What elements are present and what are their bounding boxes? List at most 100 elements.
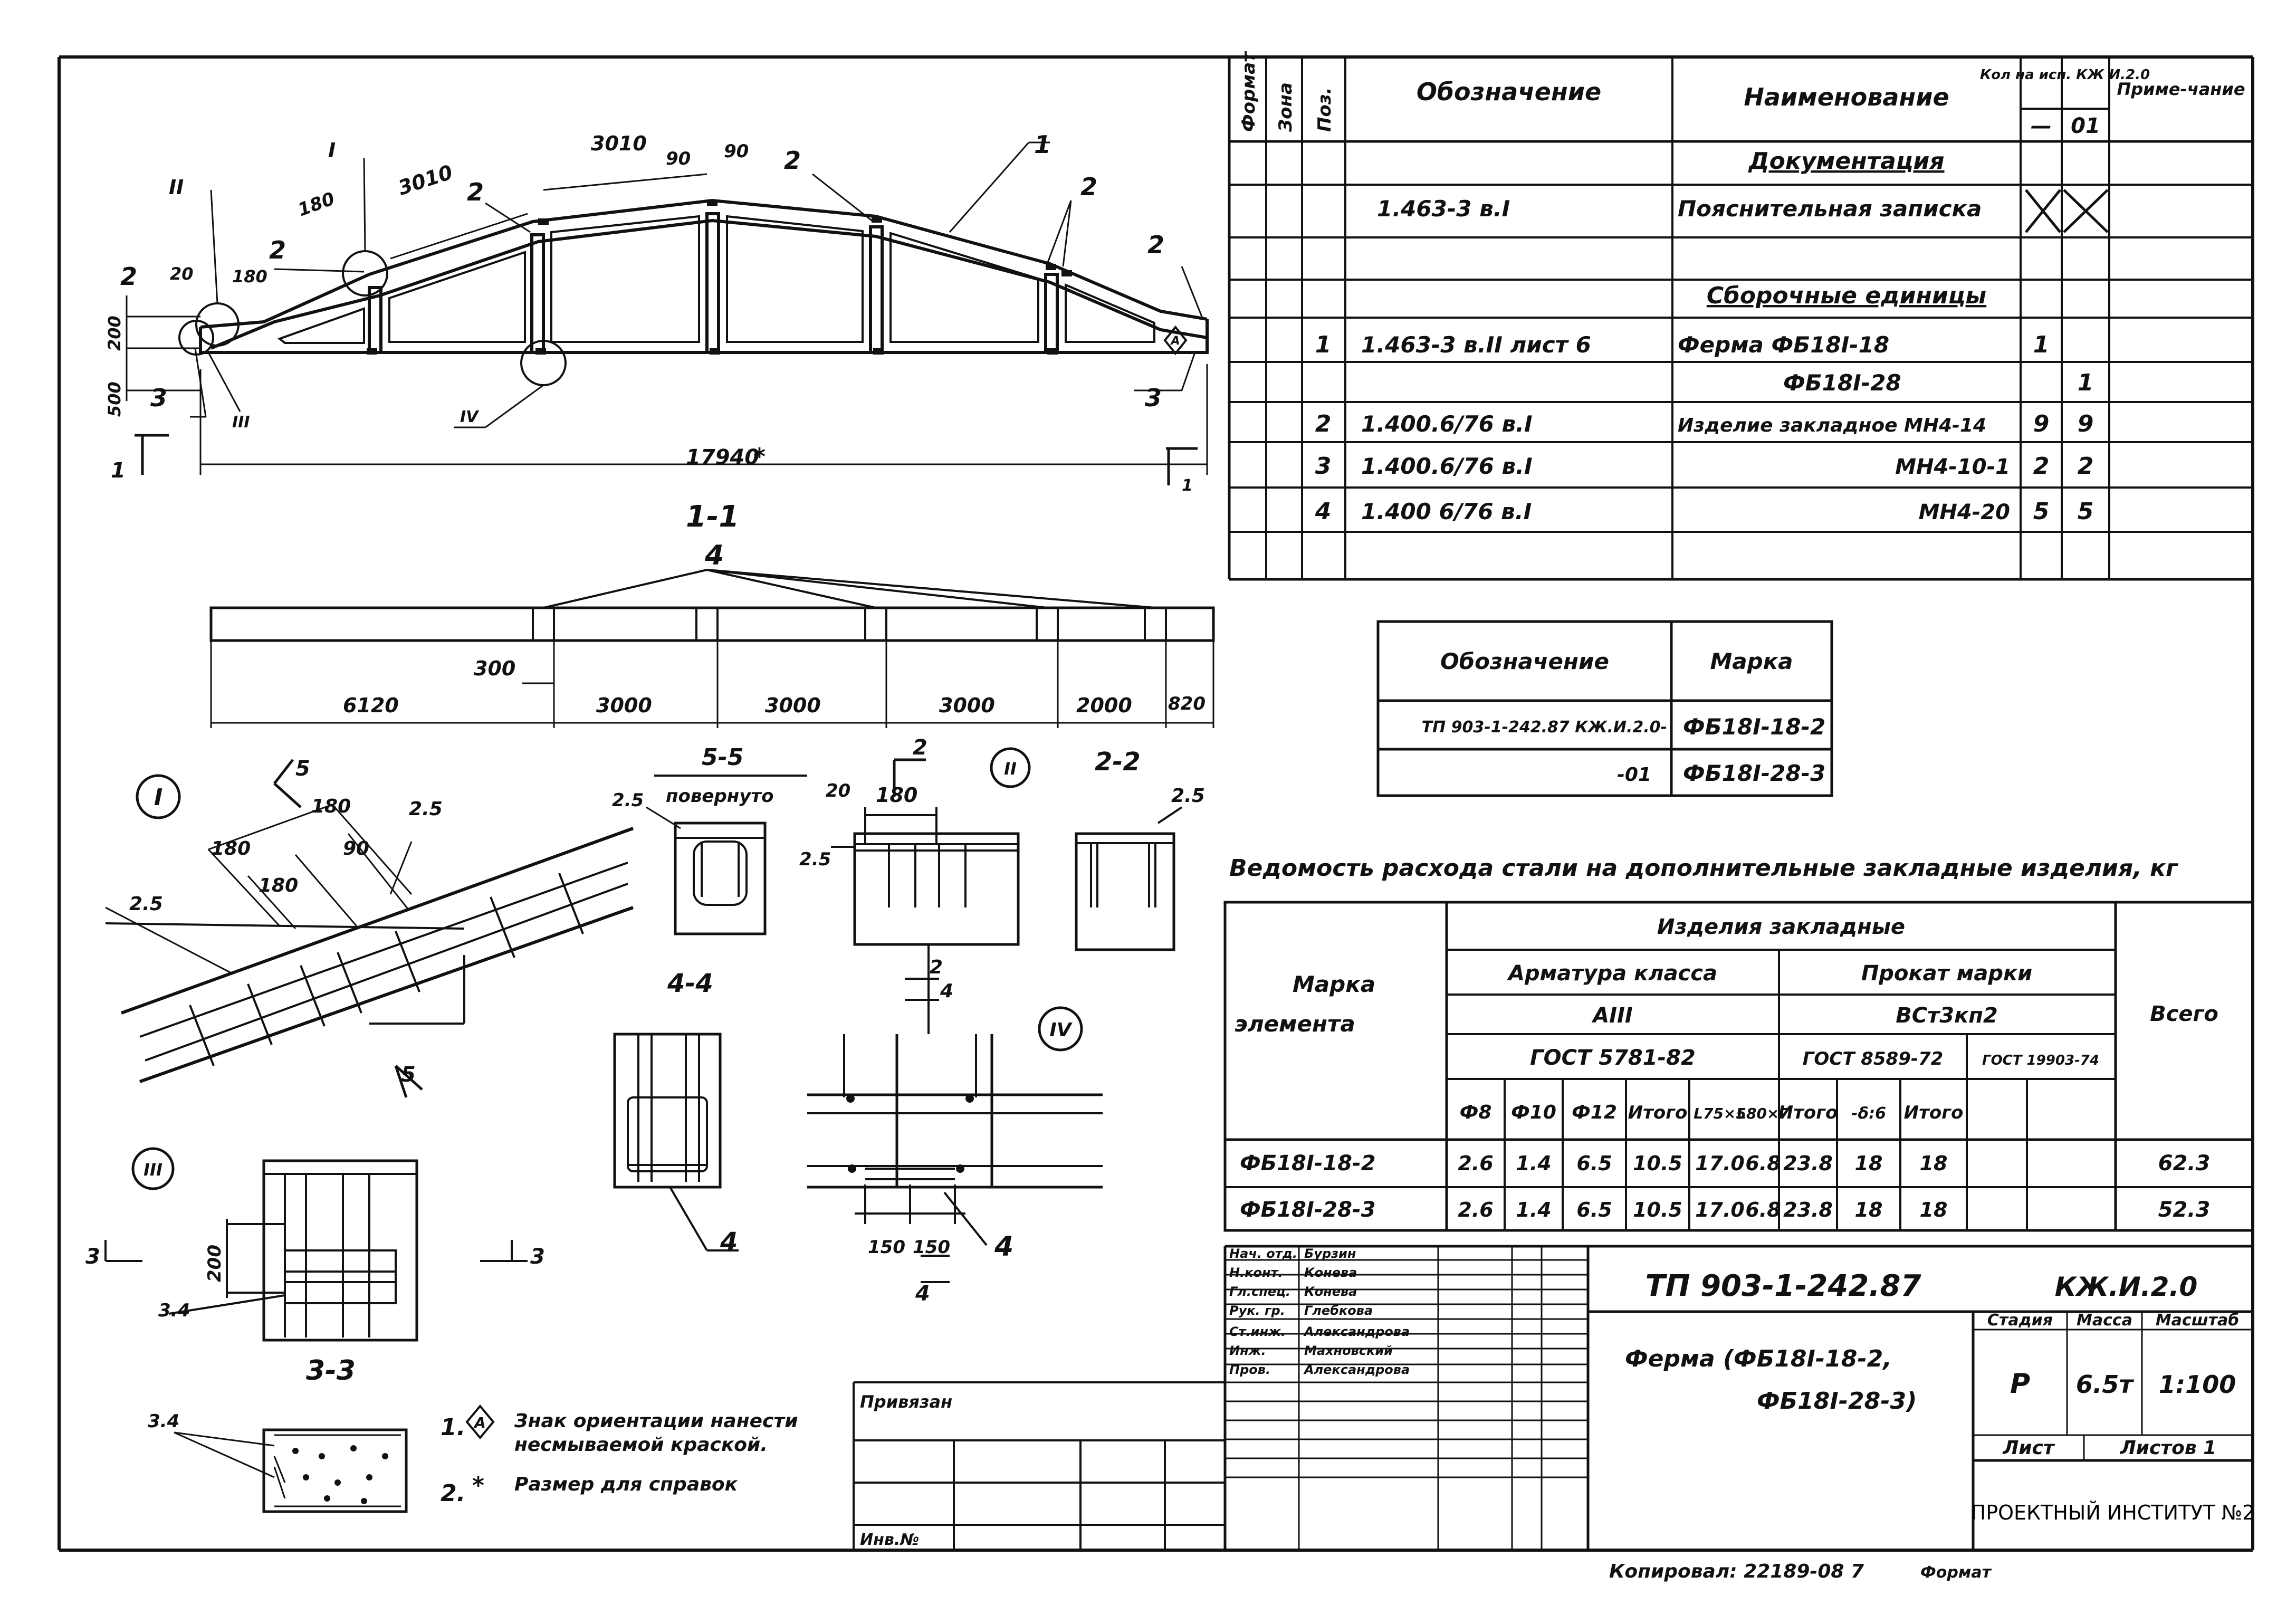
signature-role: Пров. — [1229, 1362, 1270, 1377]
node-label-iv-detail: IV — [1049, 1019, 1073, 1041]
section-4-4: 4-4 4 — [613, 969, 739, 1257]
inv-label: Инв.№ — [860, 1531, 919, 1549]
signature-name: Конева — [1304, 1265, 1357, 1280]
row3-designation: 1.400.6/76 в.I — [1361, 411, 1533, 437]
node-label-iii: III — [232, 413, 250, 432]
cut-3-left: 3 — [85, 1245, 100, 1269]
header-note: Приме-чание — [2117, 79, 2245, 99]
row3-name: Изделие закладное МН4-14 — [1678, 415, 1986, 436]
dim-3010-a: 3010 — [395, 160, 455, 200]
view-title-4-4: 4-4 — [667, 969, 713, 998]
node-iii-3-4: 3.4 — [158, 1300, 190, 1321]
pos-2-elev-f: 2 — [120, 262, 137, 291]
steel-cell: 10.5 — [1633, 1152, 1682, 1175]
signature-name: Глебкова — [1304, 1303, 1373, 1318]
dim-20: 20 — [170, 264, 194, 284]
doc-designation: 1.463-3 в.I — [1377, 196, 1510, 222]
steel-cell: 6.5 — [1576, 1198, 1612, 1221]
steel-col-1: Ф8 — [1460, 1102, 1492, 1123]
steel-h-element-1: Марка — [1293, 971, 1375, 997]
steel-col-3: Ф12 — [1572, 1102, 1617, 1123]
note-2-star: * — [472, 1472, 484, 1499]
organization: ПРОЕКТНЫЙ ИНСТИТУТ №2 — [1971, 1501, 2255, 1524]
signature-name: Конева — [1304, 1284, 1357, 1299]
doc-name: Пояснительная записка — [1678, 196, 1982, 222]
dim-star: * — [753, 443, 766, 470]
note-1-diamond: А — [465, 1404, 495, 1440]
dim-200: 200 — [104, 316, 125, 351]
row5-name: МН4-20 — [1919, 500, 2010, 524]
mass-value: 6.5т — [2076, 1370, 2134, 1399]
section-5-5: 5-5 повернуто 2.5 — [612, 744, 807, 935]
cut-3-right: 3 — [530, 1245, 545, 1269]
node-ii-dim-180: 180 — [876, 784, 917, 807]
view-title-5-5: 5-5 — [702, 744, 744, 771]
steel-row1-total: 62.3 — [2158, 1151, 2211, 1176]
section-assemblies: Сборочные единицы — [1707, 282, 1986, 309]
steel-h-rebar: Арматура класса — [1507, 961, 1717, 986]
steel-row2-mark: ФБ18I-28-3 — [1240, 1198, 1375, 1222]
row4-q1: 2 — [2033, 453, 2050, 480]
view-title-3-3: 3-3 — [306, 1355, 356, 1387]
node-circle-i — [342, 250, 388, 297]
sheet-frame — [58, 55, 2254, 1552]
steel-col-8: -δ:6 — [1851, 1104, 1886, 1123]
plate-3-4: 3.4 — [148, 1411, 179, 1432]
steel-cell: 1.4 — [1516, 1198, 1551, 1221]
cut-5-bottom: 5 — [401, 1063, 416, 1087]
row2-name: ФБ18I-28 — [1783, 370, 1901, 396]
steel-cell: 18 — [1855, 1152, 1883, 1175]
view-title-1-1: 1-1 — [686, 500, 739, 534]
pos-4-node-iv: 4 — [994, 1231, 1013, 1263]
steel-cell: 10.5 — [1633, 1198, 1682, 1221]
dim-3000-b: 3000 — [765, 694, 821, 717]
object-name-line1: Ферма (ФБ18I-18-2, — [1625, 1345, 1892, 1372]
steel-cell: 18 — [1920, 1152, 1948, 1175]
node-label-iv: IV — [460, 408, 480, 426]
section-documentation: Документация — [1747, 148, 1944, 175]
mass-label: Масса — [2077, 1311, 2132, 1330]
pos-4-section: 4 — [704, 540, 724, 571]
rotated-label: повернуто — [666, 786, 773, 807]
header-zone: Зона — [1275, 82, 1296, 132]
note-1-text-1: Знак ориентации нанести — [514, 1410, 798, 1432]
node-label-iii-detail: III — [144, 1160, 162, 1180]
node-i-2-5-a: 2.5 — [409, 798, 443, 820]
steel-h-element-2: элемента — [1235, 1011, 1355, 1037]
dim-3000-c: 3000 — [939, 694, 995, 717]
cut-2-top: 2 — [913, 735, 927, 760]
orientation-mark: А — [1163, 325, 1188, 356]
node-i-dim-180-c: 180 — [311, 796, 351, 817]
steel-table-title: Ведомость расхода стали на дополнительны… — [1229, 855, 2179, 882]
sheet-code: КЖ.И.2.0 — [2055, 1272, 2197, 1302]
mark-table-row2-designation: -01 — [1617, 764, 1651, 786]
steel-cell: 6.5 — [1576, 1152, 1612, 1175]
signature-role: Инж. — [1229, 1343, 1266, 1358]
steel-cell: 1.4 — [1516, 1152, 1551, 1175]
row1-name: Ферма ФБ18I-18 — [1678, 332, 1889, 358]
doc-code: ТП 903-1-242.87 — [1645, 1269, 1921, 1303]
note-1-num: 1. — [441, 1414, 465, 1441]
steel-cell: 23.8 — [1783, 1198, 1833, 1221]
row4-pos: 3 — [1315, 453, 1332, 480]
header-designation: Обозначение — [1417, 78, 1601, 106]
row5-pos: 4 — [1315, 498, 1332, 525]
node-i-dim-180-b: 180 — [259, 875, 298, 896]
format-label: Формат — [1920, 1563, 1992, 1582]
dim-180-b: 180 — [232, 266, 267, 286]
dim-500: 500 — [104, 381, 125, 417]
header-name: Наименование — [1744, 83, 1949, 111]
sec22-2-5: 2.5 — [1171, 785, 1205, 807]
steel-col-4: Итого — [1628, 1102, 1688, 1123]
steel-h-rebar-class: АIII — [1591, 1004, 1633, 1028]
mark-table-row1-designation: ТП 903-1-242.87 КЖ.И.2.0- — [1422, 718, 1667, 737]
steel-col-7: Итого — [1778, 1102, 1838, 1123]
pos-2-elev-a: 2 — [467, 178, 484, 206]
pos-2-elev-e: 2 — [1147, 231, 1164, 259]
pos-3-elev-a: 3 — [150, 384, 167, 412]
node-iv-dim-150-a: 150 — [868, 1237, 905, 1258]
signature-role: Н.конт. — [1229, 1265, 1283, 1280]
pos-4-sec44: 4 — [720, 1227, 738, 1257]
node-iv-detail: IV 150 150 4 4 — [807, 1006, 1103, 1306]
row5-q2: 5 — [2078, 498, 2094, 525]
